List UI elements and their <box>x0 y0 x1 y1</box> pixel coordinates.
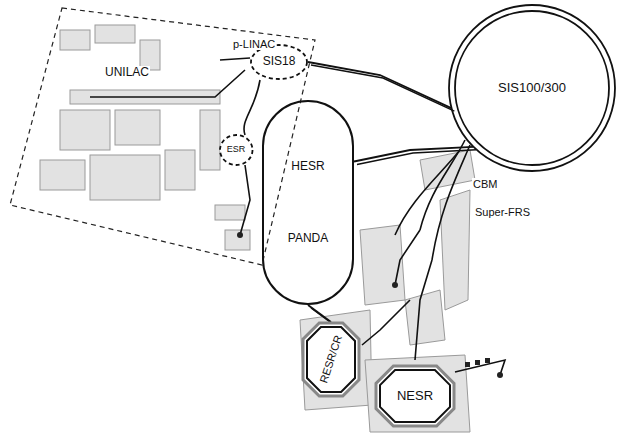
ring-outline <box>263 101 353 304</box>
ring-outline <box>220 135 253 165</box>
ring-outline <box>307 327 355 392</box>
facility-label: UNILAC <box>104 66 150 79</box>
ring-outline <box>251 45 307 79</box>
ring-name: SIS18 <box>262 55 297 68</box>
beam-line <box>354 147 473 162</box>
ring-outline <box>455 11 609 165</box>
beam-line <box>354 147 476 165</box>
buildings <box>40 25 475 432</box>
ring-outline <box>376 366 454 426</box>
facility-label: CBM <box>472 178 498 190</box>
beam-line <box>308 62 454 111</box>
ring-name: HESR <box>290 160 325 173</box>
ring-outline <box>449 5 615 171</box>
storage-ring: NESR <box>375 365 455 427</box>
ring-name: NESR <box>396 389 434 403</box>
ring-outline <box>380 370 450 422</box>
beam-line <box>357 150 476 165</box>
beam-line <box>311 65 454 111</box>
ring-name: ESR <box>226 145 247 155</box>
storage-ring: HESR PANDA <box>262 100 354 305</box>
ring-name: SIS100/300 <box>497 81 567 95</box>
beam-line-ends <box>237 232 503 378</box>
storage-ring: ESR <box>219 134 254 166</box>
beam-lines <box>90 58 505 375</box>
facility-label: Super-FRS <box>474 206 531 218</box>
facility-label: p-LINAC <box>232 38 276 50</box>
existing-facility-boundary <box>10 8 315 265</box>
ring-outline <box>262 100 354 305</box>
ring-name: PANDA <box>287 232 329 245</box>
synchrotron-ring: SIS100/300 <box>448 4 616 172</box>
ring-outline <box>303 323 359 396</box>
storage-ring: RESR/CR <box>302 322 360 397</box>
